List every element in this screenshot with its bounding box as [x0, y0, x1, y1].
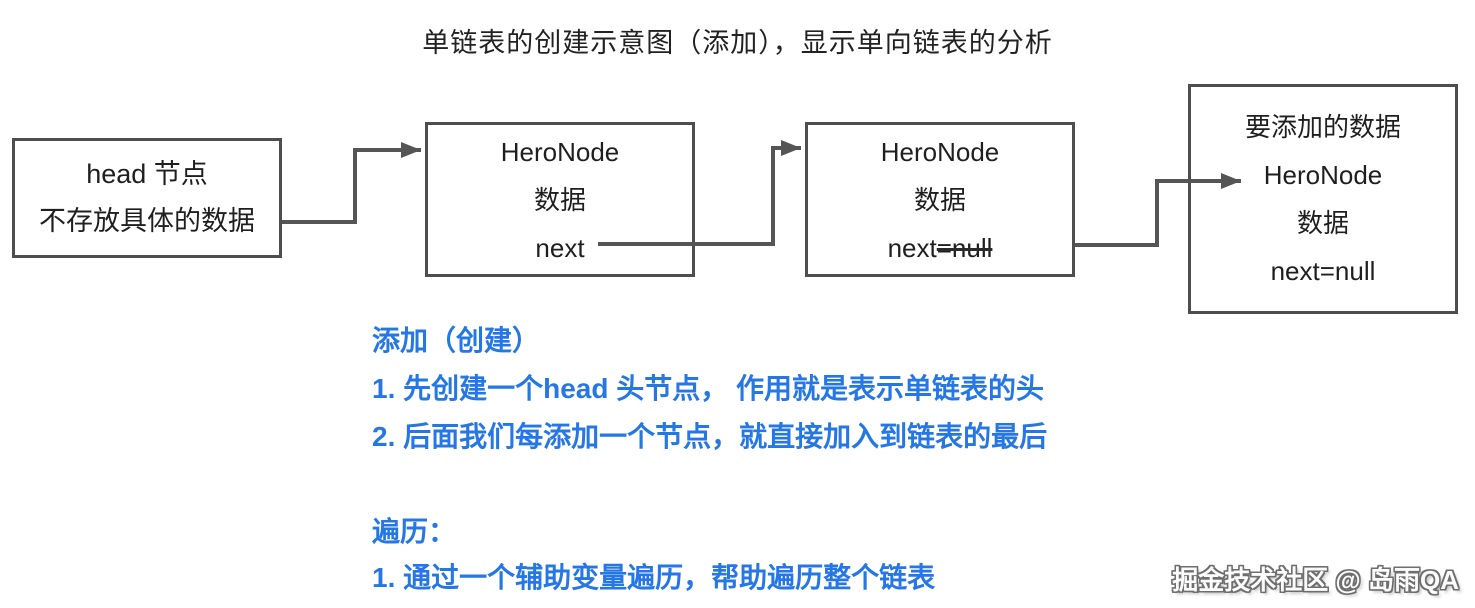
node-to-add-data: 数据: [1296, 208, 1349, 238]
note-traverse-heading: 遍历：: [372, 516, 457, 547]
note-add-heading: 添加（创建）: [372, 325, 541, 356]
node-hero-1-data: 数据: [533, 184, 586, 215]
node-hero-1: HeroNode 数据 next: [425, 122, 695, 277]
watermark: 掘金技术社区 @ 岛雨QA: [1172, 565, 1459, 595]
next-label: next: [887, 232, 937, 263]
node-to-add-title: HeroNode: [1263, 160, 1383, 190]
node-head-title: head 节点: [86, 159, 208, 189]
node-hero-1-title: HeroNode: [500, 136, 620, 167]
node-head-desc: 不存放具体的数据: [39, 206, 255, 236]
node-hero-2: HeroNode 数据 next=null: [805, 122, 1075, 277]
next-null-struck: =null: [936, 232, 993, 263]
page-title: 单链表的创建示意图（添加），显示单向链表的分析: [422, 28, 1053, 58]
note-add-item-2: 2. 后面我们每添加一个节点，就直接加入到链表的最后: [372, 421, 1048, 452]
note-traverse-item-1: 1. 通过一个辅助变量遍历，帮助遍历整个链表: [372, 562, 936, 593]
node-hero-2-next: next=null: [888, 224, 993, 272]
node-hero-2-data: 数据: [913, 184, 966, 215]
node-hero-1-next: next: [535, 232, 585, 263]
node-to-add: 要添加的数据 HeroNode 数据 next=null: [1188, 84, 1458, 314]
note-add-item-1: 1. 先创建一个head 头节点， 作用就是表示单链表的头: [372, 373, 1045, 404]
node-to-add-next: next=null: [1270, 256, 1376, 286]
node-head: head 节点 不存放具体的数据: [12, 138, 282, 258]
node-hero-2-title: HeroNode: [880, 136, 1000, 167]
node-to-add-caption: 要添加的数据: [1244, 112, 1401, 142]
arrow-head-to-hero1: [282, 142, 421, 224]
